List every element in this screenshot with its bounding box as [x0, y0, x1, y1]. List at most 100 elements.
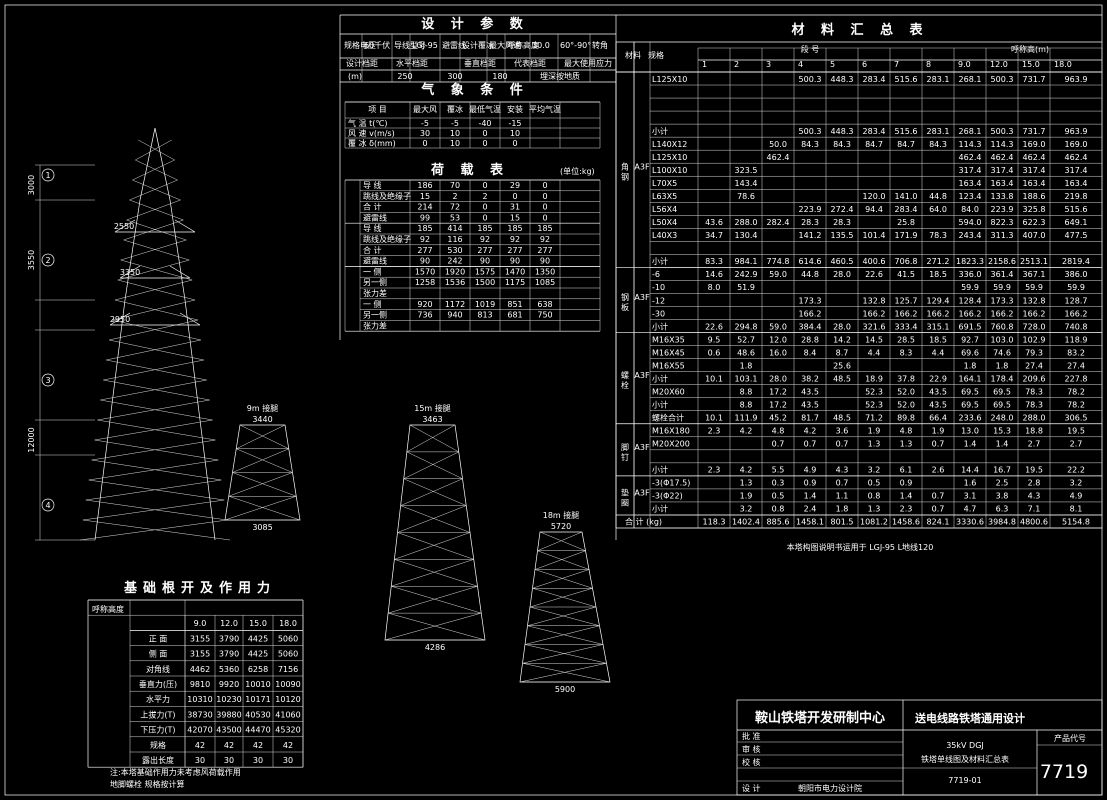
- foundation-cell: 42: [283, 741, 293, 750]
- value-cell: 0.9: [900, 479, 913, 488]
- value-cell: 283.1: [927, 75, 950, 84]
- height-value: 9.0: [958, 60, 971, 69]
- value-cell: 2.7: [1028, 440, 1041, 449]
- material-group-label: 钉: [621, 452, 629, 462]
- value-cell: 17.2: [769, 387, 787, 396]
- value-cell: 1.6: [964, 479, 977, 488]
- rule: [228, 472, 293, 497]
- value-cell: 19.5: [1067, 427, 1085, 436]
- value-cell: 27.4: [1067, 361, 1085, 370]
- value-cell: 0.5: [772, 492, 785, 501]
- rule: [123, 239, 190, 261]
- value-cell: 78.2: [1067, 400, 1085, 409]
- drawing-subtitle: 铁塔单线图及材料汇总表: [921, 754, 1009, 764]
- value-cell: 166.2: [1023, 309, 1046, 318]
- rule: [169, 265, 191, 279]
- value-cell: 2.5: [996, 479, 1009, 488]
- load-cell: 92: [480, 235, 490, 244]
- foundation-row-label: 对角线: [146, 664, 170, 674]
- spec-cell: M20X60: [652, 387, 685, 396]
- rule: [537, 531, 583, 551]
- design-param-cell: 60°-90°: [560, 41, 591, 50]
- value-cell: 133.8: [991, 192, 1014, 201]
- value-cell: 3984.8: [988, 518, 1016, 527]
- value-cell: 306.5: [1065, 414, 1088, 423]
- rule: [397, 532, 474, 560]
- value-cell: 272.4: [831, 205, 854, 214]
- load-row-label: 导 线: [363, 223, 382, 233]
- value-cell: 367.1: [1023, 270, 1046, 279]
- load-row-label: 一 侧: [363, 299, 382, 309]
- value-cell: 315.1: [927, 322, 950, 331]
- value-cell: 824.1: [927, 518, 950, 527]
- value-cell: 28.0: [833, 270, 851, 279]
- rule: [82, 499, 225, 521]
- value-cell: 614.6: [799, 257, 822, 266]
- value-cell: 18.9: [865, 374, 883, 383]
- value-cell: 2.3: [708, 466, 721, 475]
- foundation-cell: 42: [224, 741, 234, 750]
- load-cell: 0: [542, 181, 547, 190]
- value-cell: 2.3: [900, 505, 913, 514]
- value-cell: 8.8: [740, 400, 753, 409]
- value-cell: 8.7: [836, 348, 849, 357]
- value-cell: 51.9: [737, 283, 755, 292]
- value-cell: 1081.2: [860, 518, 888, 527]
- rule: [91, 459, 222, 481]
- value-cell: 801.5: [831, 518, 854, 527]
- load-cell: 920: [417, 300, 432, 309]
- value-cell: 28.0: [769, 374, 787, 383]
- foundation-title: 基础根开及作用力: [123, 580, 276, 596]
- load-cell: 813: [477, 311, 492, 320]
- value-cell: 4.9: [804, 466, 817, 475]
- weather-cell: -15: [508, 119, 521, 128]
- value-cell: 120.0: [863, 192, 886, 201]
- value-cell: 44.8: [929, 192, 947, 201]
- value-cell: 288.0: [1023, 414, 1046, 423]
- value-cell: 28.3: [833, 218, 851, 227]
- value-cell: 317.4: [1065, 166, 1088, 175]
- rule: [114, 279, 193, 301]
- value-cell: 0.7: [836, 440, 849, 449]
- value-cell: 1.3: [740, 479, 753, 488]
- spec-cell: L140X12: [652, 140, 687, 149]
- load-cell: 99: [420, 213, 430, 222]
- foundation-row-label: 上拔力(T): [140, 709, 175, 719]
- weather-cell: 0: [482, 129, 487, 138]
- value-cell: 125.7: [895, 296, 918, 305]
- value-cell: 283.4: [863, 75, 886, 84]
- material-note: 本塔构图说明书运用于 LGJ-95 L地线120: [787, 542, 934, 552]
- value-cell: 22.2: [1067, 466, 1085, 475]
- value-cell: 4.2: [740, 427, 753, 436]
- foundation-cell: 44470: [245, 726, 270, 735]
- value-cell: 731.7: [1023, 75, 1046, 84]
- value-cell: 209.6: [1023, 374, 1046, 383]
- weather-cell: 0: [422, 139, 427, 148]
- value-cell: 4.3: [1028, 492, 1041, 501]
- value-cell: 52.7: [737, 335, 755, 344]
- value-cell: 27.4: [1025, 361, 1043, 370]
- rule: [534, 550, 586, 570]
- value-cell: 173.3: [799, 296, 822, 305]
- rule: [236, 424, 286, 449]
- value-cell: 59.9: [961, 283, 979, 292]
- segment-number: 3: [766, 60, 771, 69]
- value-cell: 48.5: [833, 374, 851, 383]
- value-cell: 1.3: [900, 440, 913, 449]
- foundation-height: 12.0: [220, 619, 238, 628]
- rule: [388, 612, 486, 641]
- load-row-label: 避雷线: [363, 256, 387, 266]
- value-cell: 1.1: [836, 492, 849, 501]
- rule: [232, 472, 297, 497]
- value-cell: 1.9: [868, 427, 881, 436]
- segment-header: 段 号: [801, 44, 820, 54]
- foundation-cell: 6258: [248, 665, 268, 674]
- foundation-height: 15.0: [249, 619, 267, 628]
- value-cell: 4.8: [772, 427, 785, 436]
- value-cell: 448.3: [831, 75, 854, 84]
- weather-header: 项 目: [368, 105, 387, 114]
- organization-name: 朝阳市电力设计院: [798, 783, 862, 793]
- value-cell: 4.2: [740, 466, 753, 475]
- rule: [532, 569, 590, 589]
- design-param-cell: 规格电压: [344, 40, 376, 50]
